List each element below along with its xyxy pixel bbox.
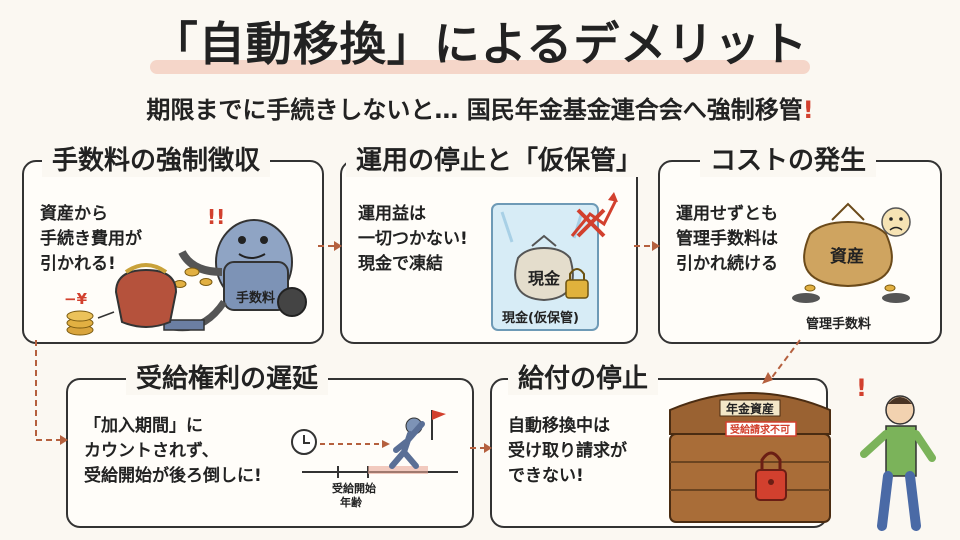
box-cost-title: コストの発生 <box>700 140 877 177</box>
cost-caption: 管理手数料 <box>806 316 871 332</box>
alert-mark: ! <box>856 374 867 402</box>
money-bag-icon <box>514 234 574 302</box>
box-delay-title-text: 受給権利の遅延 <box>136 364 319 394</box>
coin-hole-icon <box>792 284 910 303</box>
sad-face-icon <box>881 207 911 237</box>
frozen-illustration: 現金 現金(仮保管) <box>491 192 618 331</box>
runner-icon <box>389 417 425 469</box>
box-frozen: 運用の停止と「仮保管」 運用益は 一切つかない! 現金で凍結 現金 現金(仮保管… <box>340 140 653 344</box>
clock-icon <box>291 429 317 455</box>
ice-caption: 現金(仮保管) <box>502 310 579 326</box>
chest-label: 年金資産 <box>726 401 774 416</box>
box-cost: コストの発生 運用せずとも 管理手数料は 引かれ続ける 資産 管理手数料 <box>658 140 942 344</box>
fee-illustration: 手数料 !! −¥ <box>64 205 307 336</box>
box-fee: 手数料の強制徴収 資産から 手続き費用が 引かれる! 手数料 !! −¥ <box>22 140 324 344</box>
box-stop-title-text: 給付の停止 <box>518 364 649 394</box>
worried-person-icon <box>860 395 936 531</box>
box-stop-title: 給付の停止 <box>508 358 659 395</box>
box-delay: 受給権利の遅延 「加入期間」に カウントされず、 受給開始が後ろ倒しに! 受給開… <box>66 358 474 528</box>
stop-growth-icon <box>570 192 618 238</box>
box-fee-title-text: 手数料の強制徴収 <box>52 146 261 176</box>
box-fee-body: 資産から 手続き費用が 引かれる! <box>40 204 142 274</box>
arrow-1-4 <box>35 340 62 441</box>
alert-mark: !! <box>207 205 225 229</box>
bag-label: 資産 <box>830 246 864 267</box>
cost-illustration: 資産 管理手数料 <box>792 202 911 332</box>
page-title: 「自動移換」によるデメリット <box>0 8 960 74</box>
fee-minus-label: −¥ <box>64 290 88 308</box>
flow-arrow <box>97 311 115 319</box>
box-delay-body: 「加入期間」に カウントされず、 受給開始が後ろ倒しに! <box>84 416 262 486</box>
purse-icon <box>114 263 178 328</box>
bag-label: 現金 <box>528 269 561 288</box>
stop-illustration: 年金資産 受給請求不可 ! <box>669 374 936 531</box>
subtitle-exclamation: ! <box>802 96 814 124</box>
box-stop-body: 自動移換中は 受け取り請求が できない! <box>508 416 627 486</box>
box-fee-title: 手数料の強制徴収 <box>42 140 271 177</box>
flag-icon <box>431 410 446 440</box>
box-frozen-body: 運用益は 一切つかない! 現金で凍結 <box>358 204 468 274</box>
lock-icon <box>565 268 589 299</box>
coin-stack-icon <box>66 310 94 336</box>
axis-label-2: 年齢 <box>340 495 363 509</box>
chest-stamp: 受給請求不可 <box>730 423 790 436</box>
subtitle: 期限までに手続きしないと… 国民年金基金連合会へ強制移管! <box>0 90 960 125</box>
subtitle-text: 期限までに手続きしないと… 国民年金基金連合会へ強制移管 <box>146 96 803 124</box>
coin-icon <box>173 267 213 288</box>
vacuum-label: 手数料 <box>236 290 275 306</box>
money-bag-icon <box>803 202 893 288</box>
vacuum-icon <box>163 219 307 332</box>
box-cost-body: 運用せずとも 管理手数料は 引かれ続ける <box>676 204 778 274</box>
delay-illustration: 受給開始 年齢 <box>291 410 458 509</box>
axis-label-1: 受給開始 <box>332 481 376 495</box>
title-text: 「自動移換」によるデメリット <box>151 17 809 71</box>
lock-icon <box>755 451 787 501</box>
treasure-chest-icon <box>669 392 831 523</box>
box-frozen-title: 運用の停止と「仮保管」 <box>346 140 653 177</box>
box-delay-title: 受給権利の遅延 <box>126 358 329 395</box>
box-frozen-title-text: 運用の停止と「仮保管」 <box>356 146 643 176</box>
box-cost-title-text: コストの発生 <box>710 146 867 176</box>
